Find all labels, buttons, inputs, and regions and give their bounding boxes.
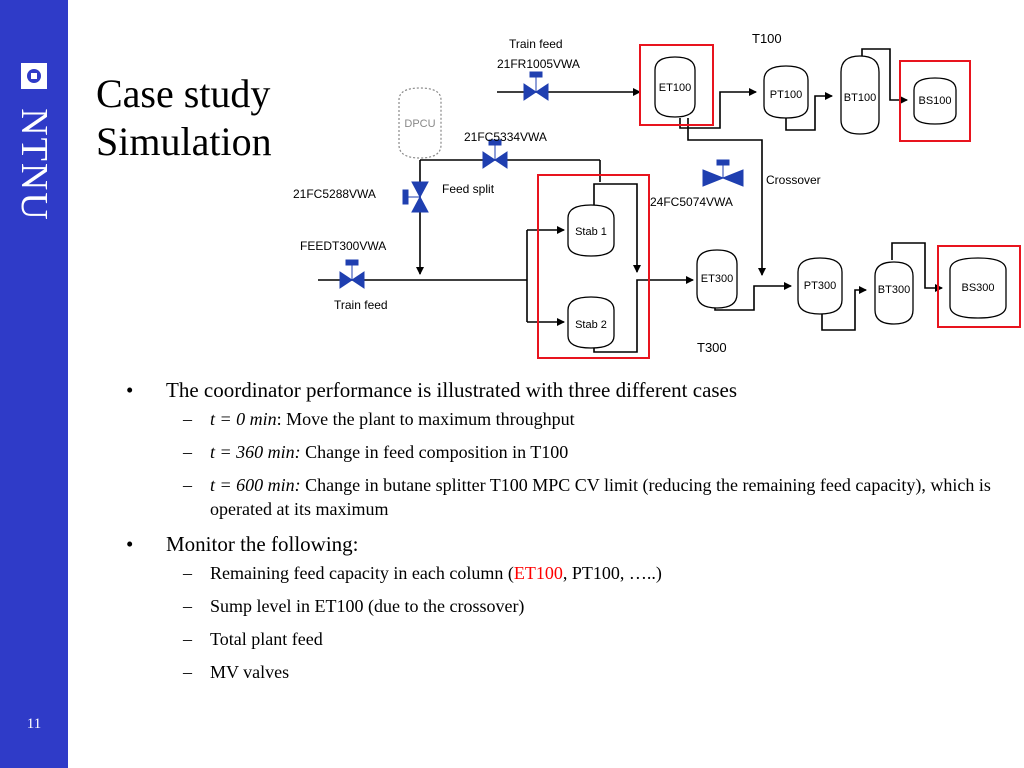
valve-24fc5074-icon: [702, 159, 744, 187]
label-24fc5074vwa: 24FC5074VWA: [650, 195, 733, 209]
unit-label: PT300: [804, 280, 836, 292]
title-line-2: Simulation: [96, 119, 272, 164]
bullet-item: •Monitor the following:: [126, 532, 359, 556]
unit-label: ET300: [701, 273, 733, 285]
time-label: t = 360 min:: [210, 442, 301, 462]
unit-label: BS100: [918, 95, 951, 107]
dpcu-label: DPCU: [404, 118, 435, 130]
label-crossover: Crossover: [766, 173, 821, 187]
unit-label: ET100: [659, 82, 691, 94]
label-21fc5334vwa: 21FC5334VWA: [464, 130, 547, 144]
label-feedt300vwa: FEEDT300VWA: [300, 239, 386, 253]
valve-21fc5334-icon: [482, 139, 508, 169]
highlight-bs300: [937, 245, 1021, 328]
ntnu-logo-icon: [21, 63, 47, 89]
highlight-et100: [639, 44, 714, 126]
page-number: 11: [26, 716, 42, 732]
unit-stab1: Stab 1: [567, 204, 615, 257]
label-21fr1005vwa: 21FR1005VWA: [497, 57, 580, 71]
dpcu-vessel: DPCU: [398, 87, 442, 159]
bullet-item: •The coordinator performance is illustra…: [126, 378, 738, 402]
label-feed-split: Feed split: [442, 182, 495, 196]
sub-bullet-item: –Total plant feed: [183, 629, 323, 649]
sidebar: NTNU 11: [0, 0, 68, 768]
process-flow-diagram: DPCU ET100 PT100 BT100 BS100 Stab 1 Stab…: [293, 31, 1021, 359]
sub-bullet-item: –Remaining feed capacity in each column …: [183, 563, 662, 583]
sub-bullet-item: –t = 360 min: Change in feed composition…: [183, 442, 569, 462]
sub-bullet-item: –t = 600 min: Change in butane splitter …: [183, 475, 991, 519]
label-t100: T100: [752, 31, 782, 46]
sub-bullet-item: –Sump level in ET100 (due to the crossov…: [183, 596, 525, 616]
valve-21fr1005-icon: [523, 71, 549, 101]
unit-label: BS300: [961, 282, 994, 294]
title-line-1: Case study: [96, 71, 271, 116]
time-label: t = 600 min:: [210, 475, 301, 495]
label-21fc5288vwa: 21FC5288VWA: [293, 187, 376, 201]
valve-21fc5288-icon: [402, 181, 429, 213]
logo-text: NTNU: [13, 108, 55, 222]
unit-bs100: BS100: [913, 77, 957, 125]
unit-bt300: BT300: [874, 261, 914, 325]
unit-label: Stab 2: [575, 319, 607, 331]
bullet-list: •The coordinator performance is illustra…: [126, 376, 1006, 693]
sub-bullet-item: –t = 0 min: Move the plant to maximum th…: [183, 409, 575, 429]
unit-stab2: Stab 2: [567, 296, 615, 349]
time-label: t = 0 min: [210, 409, 277, 429]
unit-bt100: BT100: [840, 55, 880, 135]
bullet-marker: •: [126, 532, 134, 556]
unit-et300: ET300: [696, 249, 738, 309]
highlight-stabilizers: [537, 174, 650, 359]
slide-title: Case study Simulation: [96, 70, 272, 166]
unit-et100: ET100: [654, 56, 696, 118]
unit-bs300: BS300: [949, 257, 1007, 319]
unit-pt100: PT100: [763, 65, 809, 119]
highlight-text: ET100: [513, 563, 563, 583]
sub-bullet-item: –MV valves: [183, 662, 290, 682]
highlight-bs100: [899, 60, 971, 142]
unit-pt300: PT300: [797, 257, 843, 315]
valve-feedt300-icon: [339, 259, 365, 289]
unit-label: BT300: [878, 284, 910, 296]
unit-label: Stab 1: [575, 226, 607, 238]
unit-label: PT100: [770, 89, 802, 101]
bullet-marker: •: [126, 378, 134, 402]
label-train-feed-bottom: Train feed: [334, 298, 388, 312]
highlight-boxes: [537, 44, 1021, 359]
label-t300: T300: [697, 340, 727, 355]
unit-label: BT100: [844, 92, 876, 104]
label-train-feed-top: Train feed: [509, 37, 563, 51]
